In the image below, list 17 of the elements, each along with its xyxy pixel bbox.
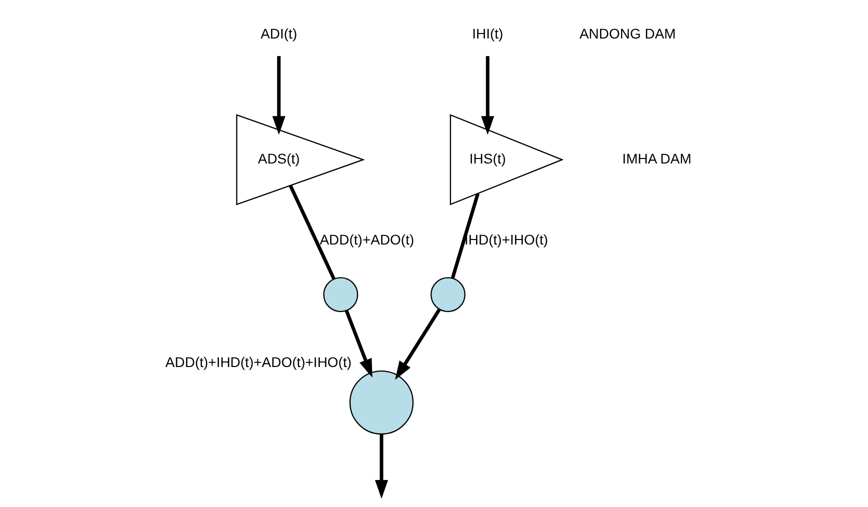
label: IMHA DAM: [622, 150, 692, 166]
label: ANDONG DAM: [579, 24, 676, 41]
node-circle: [430, 276, 466, 312]
node-text: ADI(t): [260, 24, 298, 41]
node-circle: [323, 276, 358, 312]
arrow: [374, 434, 388, 498]
arrow: [344, 310, 372, 378]
node-label: ADD(t)+IHD(t)+ADO(t)+IHO(t): [165, 354, 352, 370]
node-circle: [349, 370, 414, 434]
node-text: IHI(t): [472, 24, 504, 41]
edge-label: IHD(t)+IHO(t): [464, 231, 548, 248]
connector: [450, 192, 480, 278]
arrow: [272, 56, 286, 134]
connector: [288, 184, 336, 280]
edge-label: ADD(t)+ADO(t): [320, 231, 414, 248]
arrow: [481, 56, 494, 134]
arrow: [395, 308, 441, 380]
